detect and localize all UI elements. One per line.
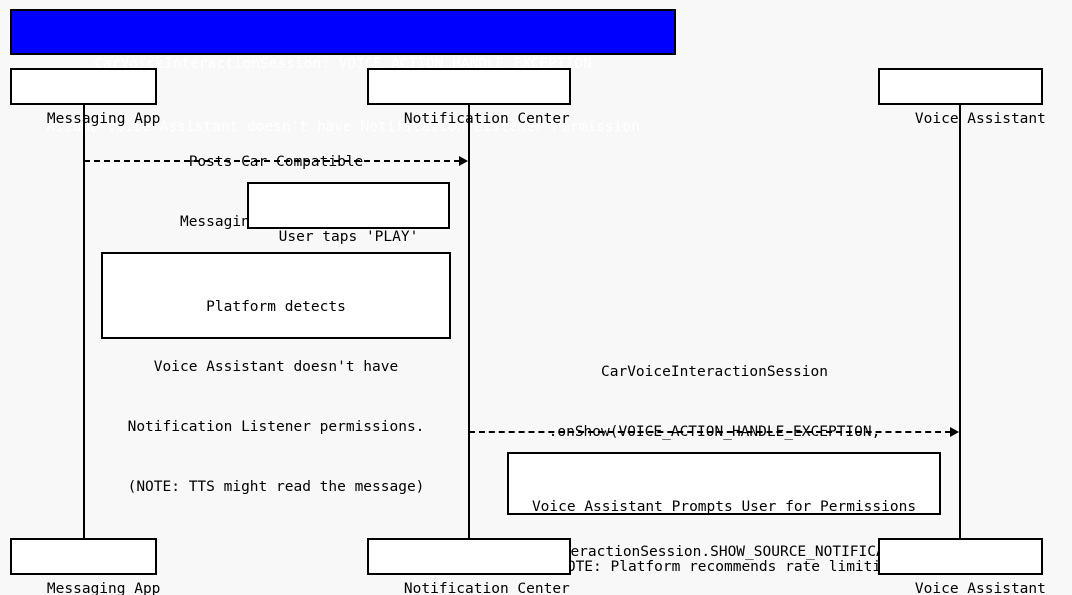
- diagram-title-banner: CarVoiceInteractionSession: VOICE_ACTION…: [10, 9, 676, 135]
- note-platform-detects: Platform detects Voice Assistant doesn't…: [101, 252, 451, 495]
- message-line-1: Posts Car Compatible: [188, 154, 364, 170]
- message-arrowhead-on-show: [950, 427, 959, 437]
- note-line-2: Voice Assistant doesn't have: [153, 359, 399, 375]
- note-user-taps-play: User taps 'PLAY' on Msg Notification: [247, 182, 450, 305]
- participant-label: Messaging App: [46, 581, 161, 595]
- participant-voice-assistant-bottom[interactable]: Voice Assistant: [878, 538, 1046, 595]
- note-line-1: User taps 'PLAY': [278, 229, 419, 245]
- note-line-1: Platform detects: [206, 299, 346, 315]
- participant-label: Voice Assistant: [914, 581, 1046, 595]
- participant-label: Messaging App: [46, 111, 161, 127]
- message-arrow-post-notification: [84, 160, 460, 162]
- participant-label: Voice Assistant: [914, 111, 1046, 127]
- participant-notification-center-bottom[interactable]: Notification Center: [367, 538, 571, 595]
- lifeline-notification-center: [468, 104, 470, 540]
- diagram-title-line-2: Assume Voice Assistant doesn't have Noti…: [46, 119, 640, 135]
- participant-label: Notification Center: [403, 111, 570, 127]
- participant-voice-assistant-top[interactable]: Voice Assistant: [878, 68, 1046, 127]
- lifeline-voice-assistant: [959, 104, 961, 540]
- note-line-1: Voice Assistant Prompts User for Permiss…: [531, 499, 917, 515]
- message-arrowhead-post-notification: [459, 156, 468, 166]
- participant-messaging-app-top[interactable]: Messaging App: [10, 68, 160, 127]
- note-line-3: Notification Listener permissions.: [127, 419, 425, 435]
- note-line-4: (NOTE: TTS might read the message): [127, 479, 425, 495]
- participant-messaging-app-bottom[interactable]: Messaging App: [10, 538, 160, 595]
- lifeline-messaging-app: [83, 104, 85, 540]
- note-line-2: (NOTE: Platform recommends rate limiting: [549, 559, 899, 575]
- message-line-4: VoiceInteractionSession.SHOW_SOURCE_NOTI…: [500, 544, 929, 560]
- message-arrow-on-show: [469, 431, 951, 433]
- participant-notification-center-top[interactable]: Notification Center: [367, 68, 571, 127]
- participant-label: Notification Center: [403, 581, 570, 595]
- note-prompts-user: Voice Assistant Prompts User for Permiss…: [507, 452, 941, 575]
- message-line-1: CarVoiceInteractionSession: [601, 364, 828, 380]
